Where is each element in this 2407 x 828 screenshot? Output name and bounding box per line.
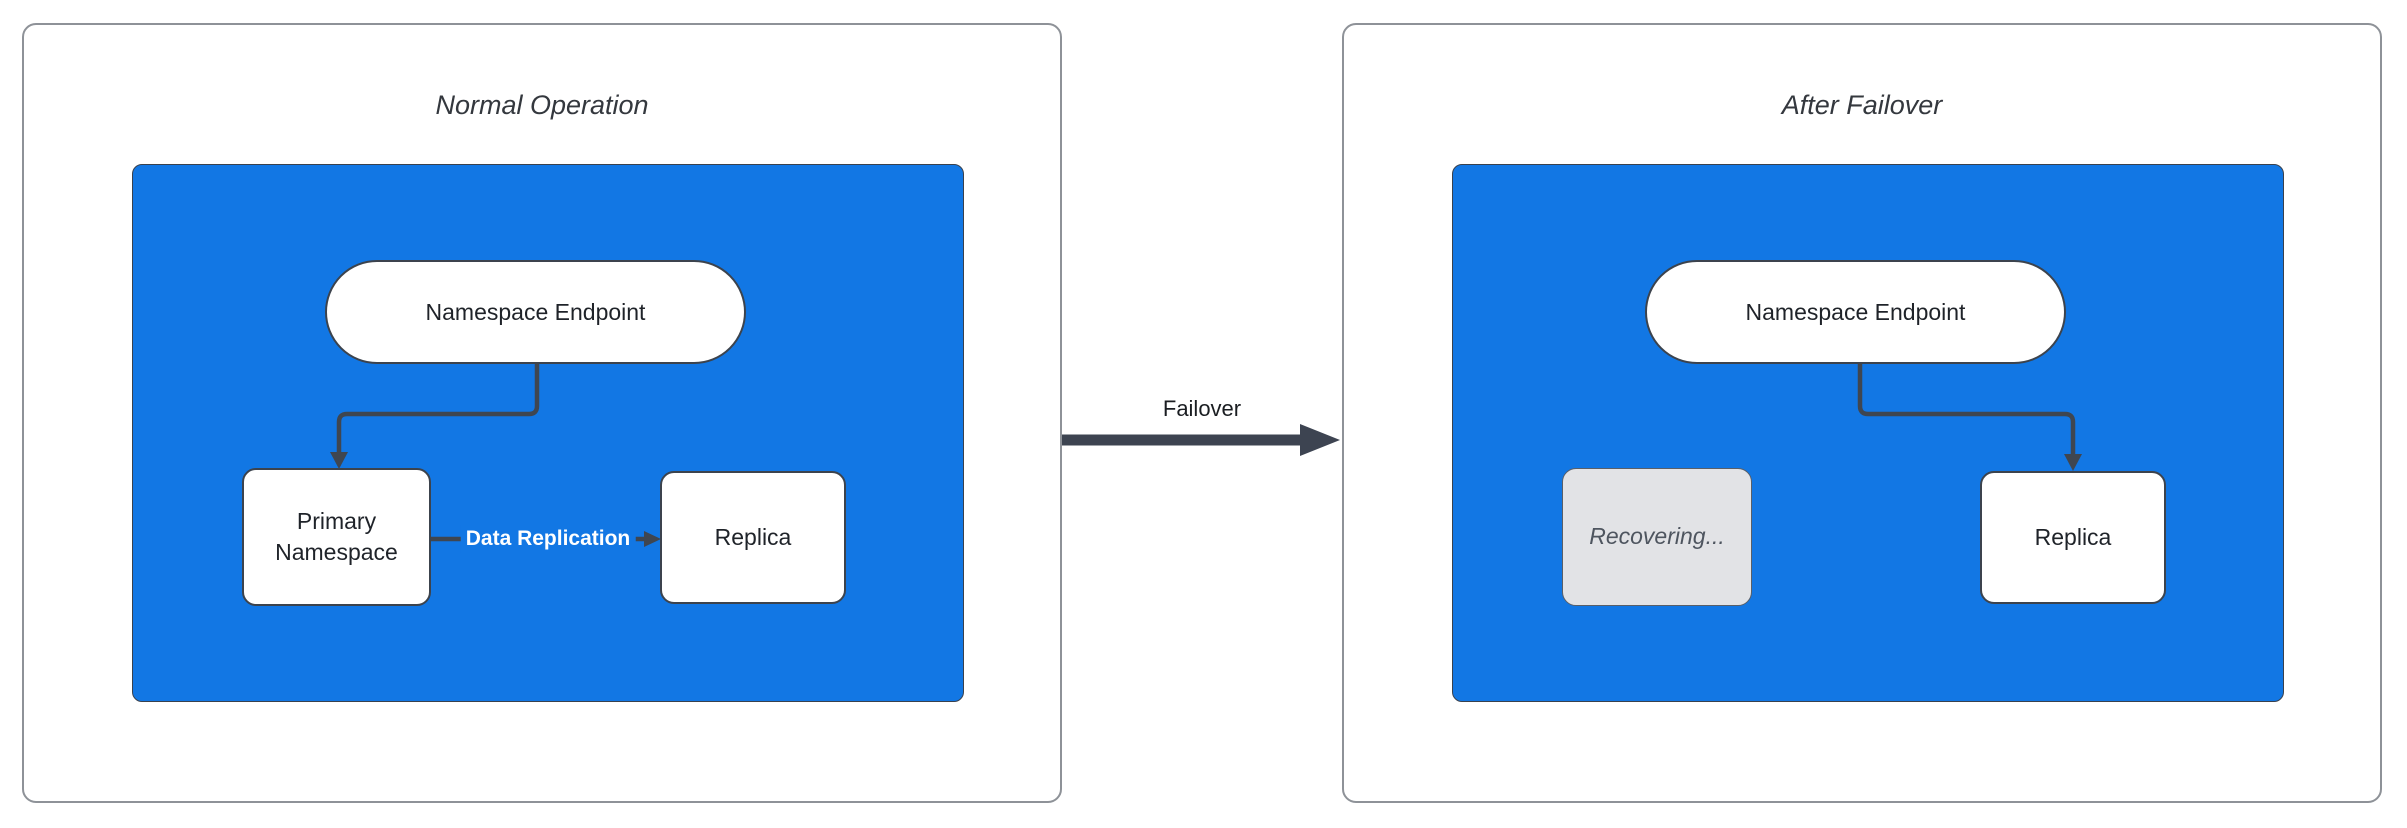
- node-recovering: Recovering...: [1562, 468, 1752, 606]
- arrowhead-right-icon: [1300, 424, 1340, 456]
- node-label: Replica: [2034, 523, 2112, 550]
- node-label: Recovering...: [1589, 523, 1725, 550]
- node-label: Primary Namespace: [275, 507, 398, 565]
- panel-after-failover: After Failover Namespace Endpoint Recove…: [1342, 23, 2382, 803]
- panel-normal-operation: Normal Operation Namespace Endpoint Prim…: [22, 23, 1062, 803]
- node-replica: Replica: [1980, 471, 2166, 604]
- namespace-group-box: [132, 164, 964, 702]
- panel-title-after-failover: After Failover: [1781, 90, 1943, 120]
- failover-arrow: [1062, 424, 1340, 456]
- panel-title-normal-operation: Normal Operation: [435, 90, 649, 120]
- node-namespace-endpoint: Namespace Endpoint: [325, 260, 746, 364]
- failover-transition: Failover: [1062, 396, 1342, 460]
- node-label: Namespace Endpoint: [425, 298, 646, 325]
- node-label: Replica: [714, 523, 792, 550]
- node-replica: Replica: [660, 471, 846, 604]
- failover-arrow-label: Failover: [1162, 396, 1242, 421]
- node-namespace-endpoint: Namespace Endpoint: [1645, 260, 2066, 364]
- namespace-group-box: [1452, 164, 2284, 702]
- node-primary-namespace: Primary Namespace: [242, 468, 431, 606]
- node-label: Namespace Endpoint: [1745, 298, 1966, 325]
- data-replication-arrow-label: Data Replication: [460, 525, 636, 553]
